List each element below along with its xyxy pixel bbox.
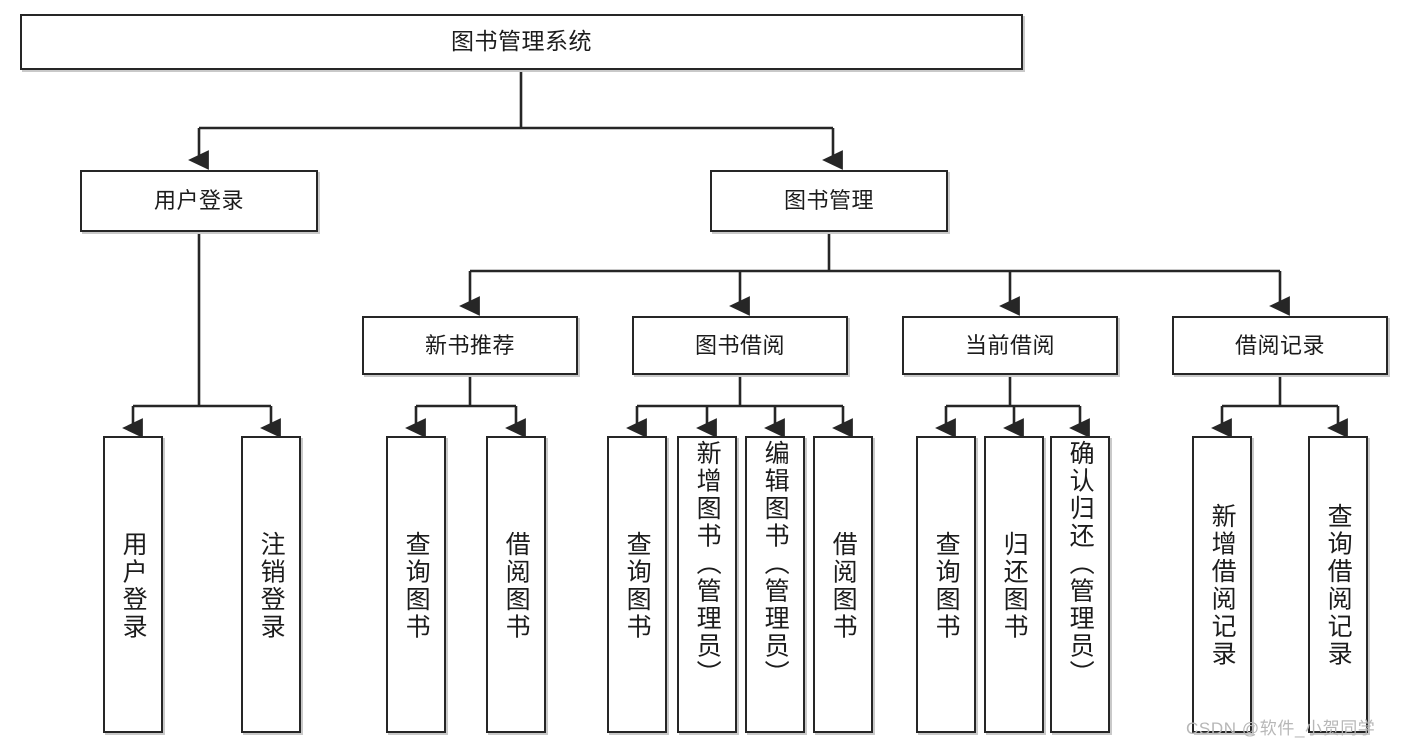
node-book-manage-label: 图书管理	[783, 188, 874, 214]
node-leaf-borrow-book[interactable]: 借阅图书	[813, 436, 873, 733]
node-book-borrow-label: 图书借阅	[694, 332, 785, 358]
node-borrow-record-label: 借阅记录	[1234, 332, 1325, 358]
node-leaf-query-book-current-label: 查询图书	[932, 530, 961, 641]
node-leaf-add-borrow-record-label: 新增借阅记录	[1208, 503, 1237, 668]
node-leaf-add-book-admin[interactable]: 新增图书（管理员）	[677, 436, 737, 733]
node-leaf-query-book-borrow-label: 查询图书	[623, 530, 652, 641]
node-leaf-user-login-label: 用户登录	[119, 530, 148, 641]
node-leaf-query-borrow-record[interactable]: 查询借阅记录	[1308, 436, 1368, 733]
node-leaf-borrow-book-recommend-label: 借阅图书	[502, 530, 531, 641]
node-leaf-query-borrow-record-label: 查询借阅记录	[1324, 503, 1353, 668]
node-root[interactable]: 图书管理系统	[20, 14, 1023, 70]
node-leaf-borrow-book-label: 借阅图书	[829, 530, 858, 641]
node-leaf-query-book-current[interactable]: 查询图书	[916, 436, 976, 733]
node-leaf-edit-book-admin-label: 编辑图书（管理员）	[761, 440, 790, 688]
node-book-manage[interactable]: 图书管理	[710, 170, 948, 232]
node-leaf-user-logout[interactable]: 注销登录	[241, 436, 301, 733]
node-borrow-record[interactable]: 借阅记录	[1172, 316, 1388, 375]
node-leaf-query-book-recommend-label: 查询图书	[402, 530, 431, 641]
node-leaf-query-book-borrow[interactable]: 查询图书	[607, 436, 667, 733]
node-leaf-return-book[interactable]: 归还图书	[984, 436, 1044, 733]
node-user-login[interactable]: 用户登录	[80, 170, 318, 232]
node-leaf-confirm-return-admin-label: 确认归还（管理员）	[1066, 440, 1095, 688]
node-leaf-user-logout-label: 注销登录	[257, 530, 286, 641]
node-leaf-edit-book-admin[interactable]: 编辑图书（管理员）	[745, 436, 805, 733]
node-new-book-recommend-label: 新书推荐	[424, 332, 515, 358]
node-root-label: 图书管理系统	[451, 28, 592, 55]
csdn-watermark: CSDN @软件_小贺同学	[1186, 719, 1376, 738]
node-new-book-recommend[interactable]: 新书推荐	[362, 316, 578, 375]
node-book-borrow[interactable]: 图书借阅	[632, 316, 848, 375]
node-user-login-label: 用户登录	[153, 188, 244, 214]
node-current-borrow-label: 当前借阅	[964, 332, 1055, 358]
node-leaf-query-book-recommend[interactable]: 查询图书	[386, 436, 446, 733]
node-leaf-add-borrow-record[interactable]: 新增借阅记录	[1192, 436, 1252, 733]
node-leaf-confirm-return-admin[interactable]: 确认归还（管理员）	[1050, 436, 1110, 733]
node-leaf-user-login[interactable]: 用户登录	[103, 436, 163, 733]
node-leaf-add-book-admin-label: 新增图书（管理员）	[693, 440, 722, 688]
node-current-borrow[interactable]: 当前借阅	[902, 316, 1118, 375]
node-leaf-borrow-book-recommend[interactable]: 借阅图书	[486, 436, 546, 733]
node-leaf-return-book-label: 归还图书	[1000, 530, 1029, 641]
